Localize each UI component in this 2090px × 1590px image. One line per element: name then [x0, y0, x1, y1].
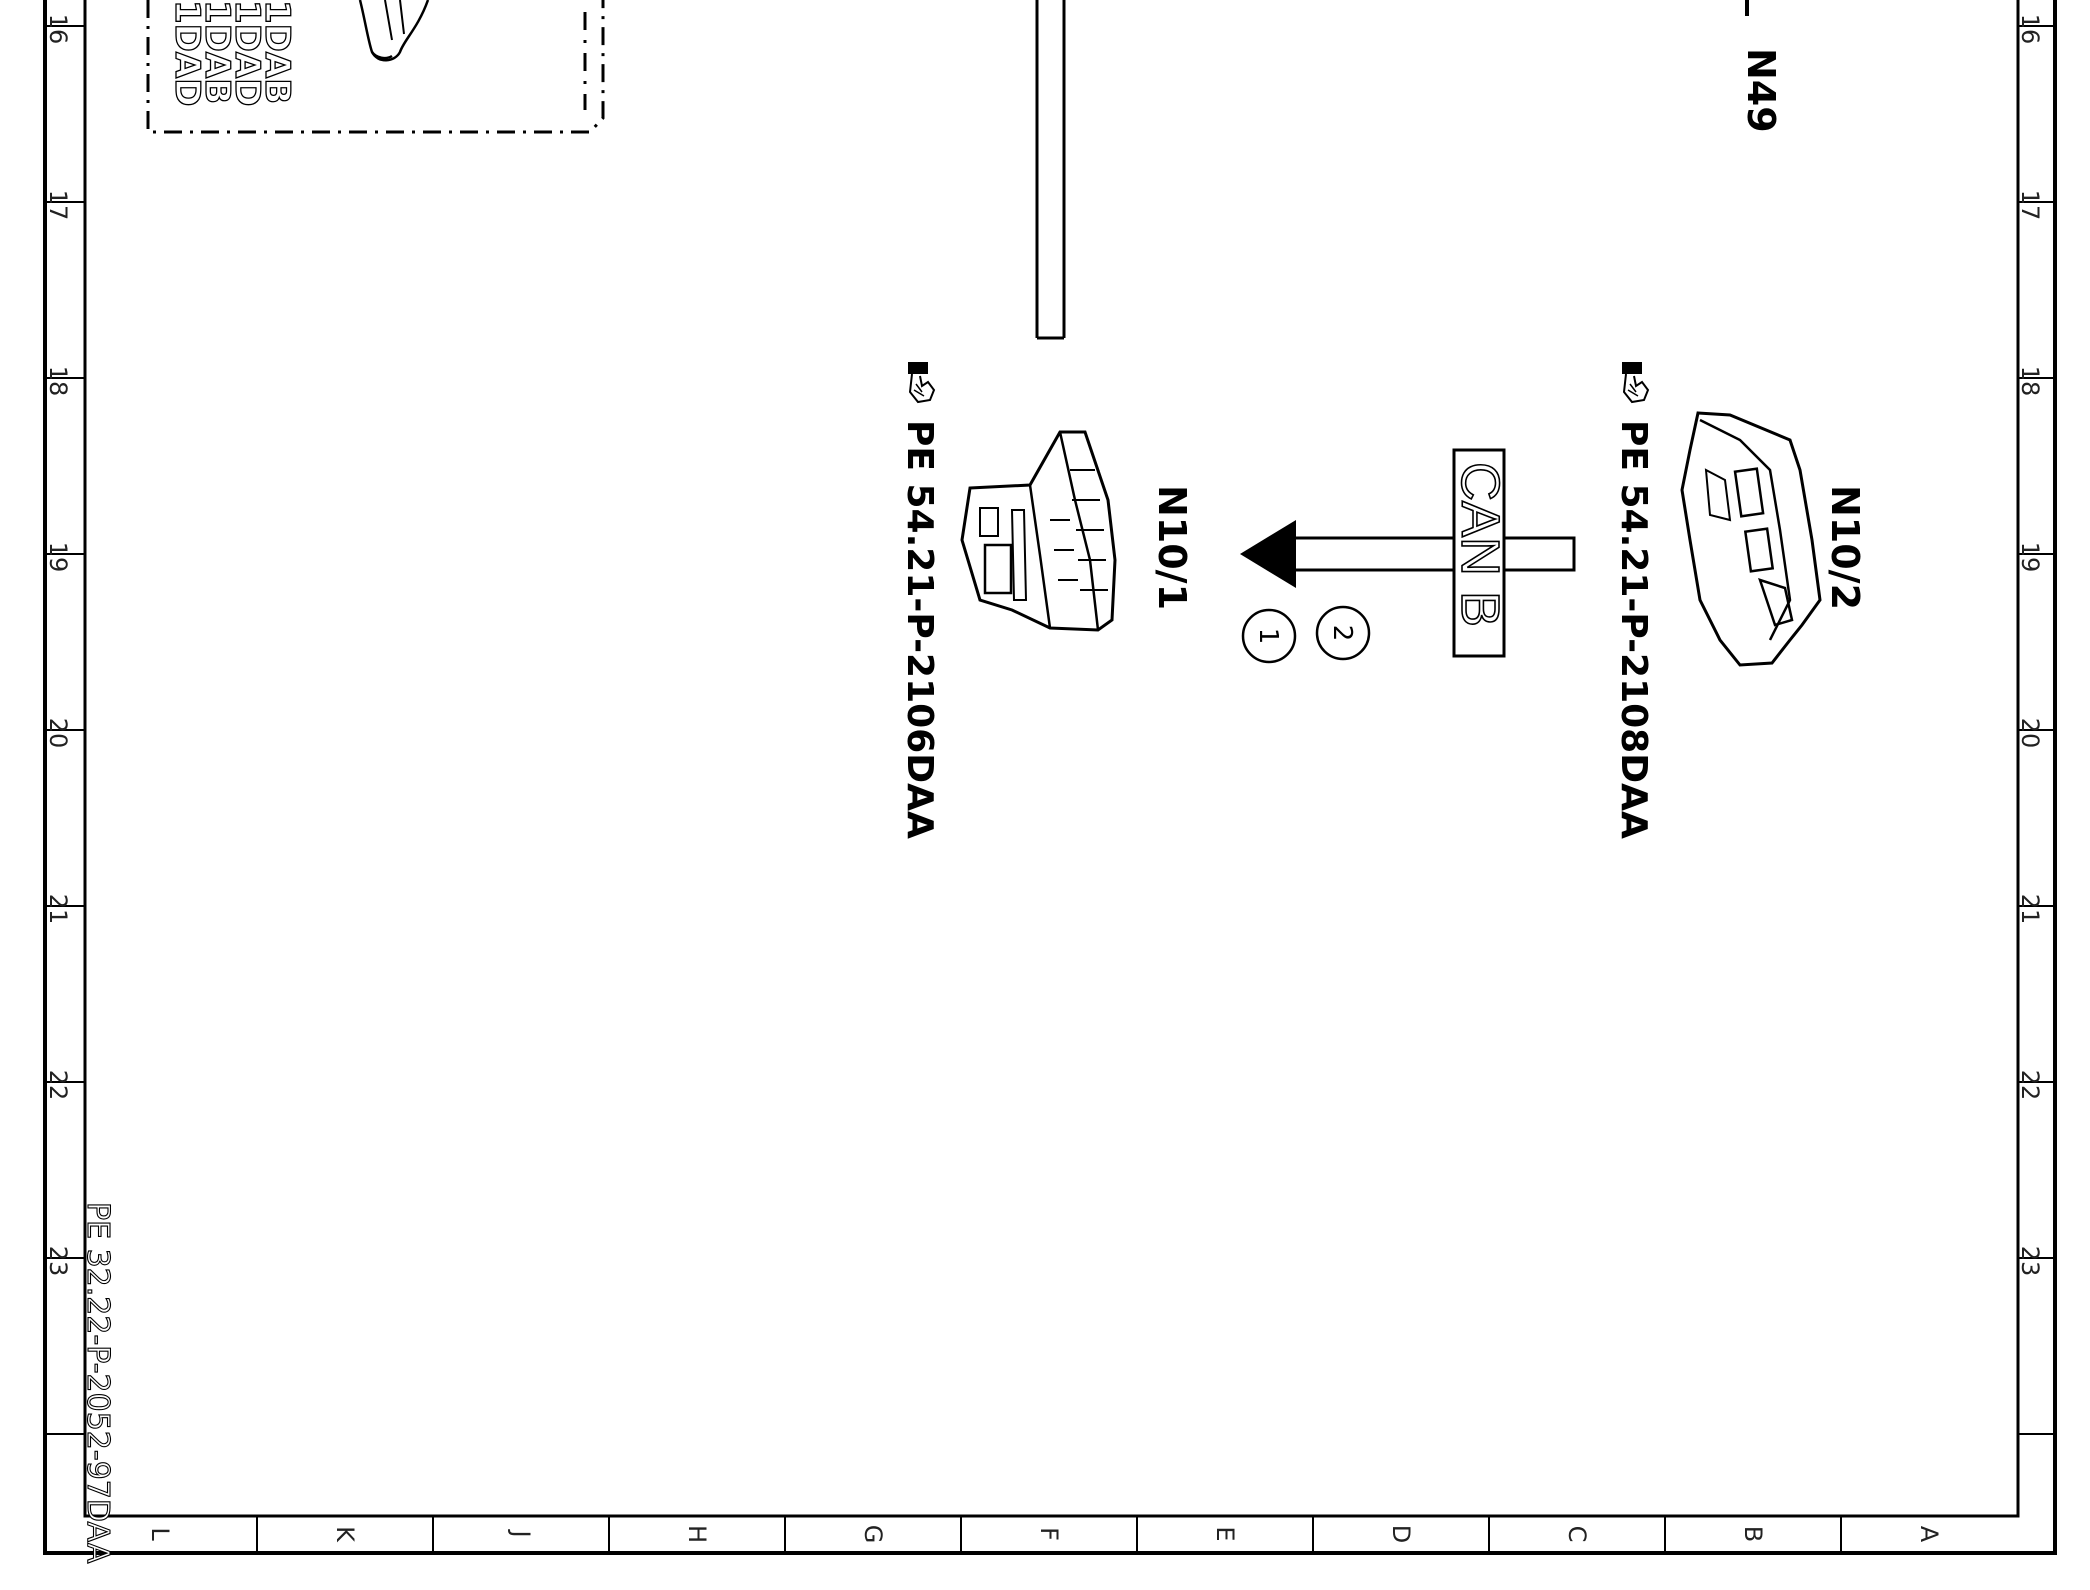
column-letter-label: D	[1387, 1525, 1415, 1543]
n10-2-connector-drawing	[1680, 411, 1822, 667]
pin-markers: 2 1	[1241, 605, 1371, 664]
dashed-component-box	[146, 0, 605, 134]
row-number-label: 20	[44, 718, 72, 749]
row-number-label: 17	[44, 190, 72, 221]
pin-marker-1: 1	[1241, 608, 1297, 664]
pointing-hand-icon	[1622, 362, 1650, 404]
n10-2-reference: PE 54.21-P-2108DAA	[1613, 362, 1654, 839]
column-letter-label: C	[1563, 1526, 1591, 1543]
document-number: PE 32.22-P-2052-97DAA	[80, 1202, 115, 1564]
row-number-label: 20	[2016, 718, 2044, 749]
fragment-label-2: 1DAD	[227, 0, 267, 106]
n10-1-component: N10/1 PE 54.21-P-2106DAA	[899, 362, 1194, 839]
sheet-frame	[43, 0, 2057, 1555]
row-number-label: 18	[2016, 366, 2044, 397]
vertical-wire	[1035, 0, 1066, 340]
row-number-label: 16	[2016, 14, 2044, 45]
row-number-label: 21	[44, 894, 72, 925]
n10-1-reference-label: PE 54.21-P-2106DAA	[899, 420, 940, 839]
column-letter-label: J	[507, 1528, 535, 1537]
column-letter-label: G	[859, 1525, 887, 1544]
pin-1-label: 1	[1253, 628, 1283, 645]
fragment-label-3: 1DAB	[197, 0, 237, 104]
n10-1-connector-drawing	[960, 430, 1117, 632]
column-letter-label: H	[683, 1525, 711, 1543]
n10-2-reference-label: PE 54.21-P-2108DAA	[1613, 420, 1654, 839]
n10-1-reference: PE 54.21-P-2106DAA	[899, 362, 940, 839]
n49-component: N49	[1739, 0, 1783, 133]
fragment-label-1: 1DAB	[257, 0, 297, 104]
fragment-labels: 1DAB 1DAD 1DAB 1DAD	[166, 0, 297, 107]
bus-arrowhead	[1240, 520, 1296, 588]
n49-label: N49	[1739, 48, 1783, 133]
row-number-label: 23	[2016, 1246, 2044, 1277]
row-number-label: 16	[44, 14, 72, 45]
row-number-label: 21	[2016, 894, 2044, 925]
column-letter-label: L	[146, 1527, 174, 1541]
can-b-bus: CAN B	[1240, 448, 1576, 658]
row-number-label: 22	[44, 1070, 72, 1101]
n10-2-component: N10/2 PE 54.21-P-2108DAA	[1613, 362, 1867, 839]
n10-2-label: N10/2	[1823, 485, 1867, 610]
can-b-label: CAN B	[1450, 462, 1510, 627]
fragment-label-4: 1DAD	[167, 0, 207, 106]
column-letter-label: K	[331, 1526, 359, 1543]
column-letter-label: B	[1739, 1526, 1767, 1542]
column-letter-label: F	[1035, 1527, 1063, 1541]
pin-2-label: 2	[1327, 625, 1357, 642]
row-number-label: 22	[2016, 1070, 2044, 1101]
row-number-label: 19	[2016, 542, 2044, 573]
row-number-label: 18	[44, 366, 72, 397]
column-letter-label: A	[1915, 1526, 1943, 1543]
n10-1-label: N10/1	[1150, 485, 1194, 610]
row-number-label: 23	[44, 1246, 72, 1277]
row-number-label: 19	[44, 542, 72, 573]
pin-marker-2: 2	[1315, 605, 1371, 661]
row-number-label: 17	[2016, 190, 2044, 221]
column-letter-label: E	[1211, 1526, 1239, 1541]
pointing-hand-icon	[908, 362, 936, 404]
